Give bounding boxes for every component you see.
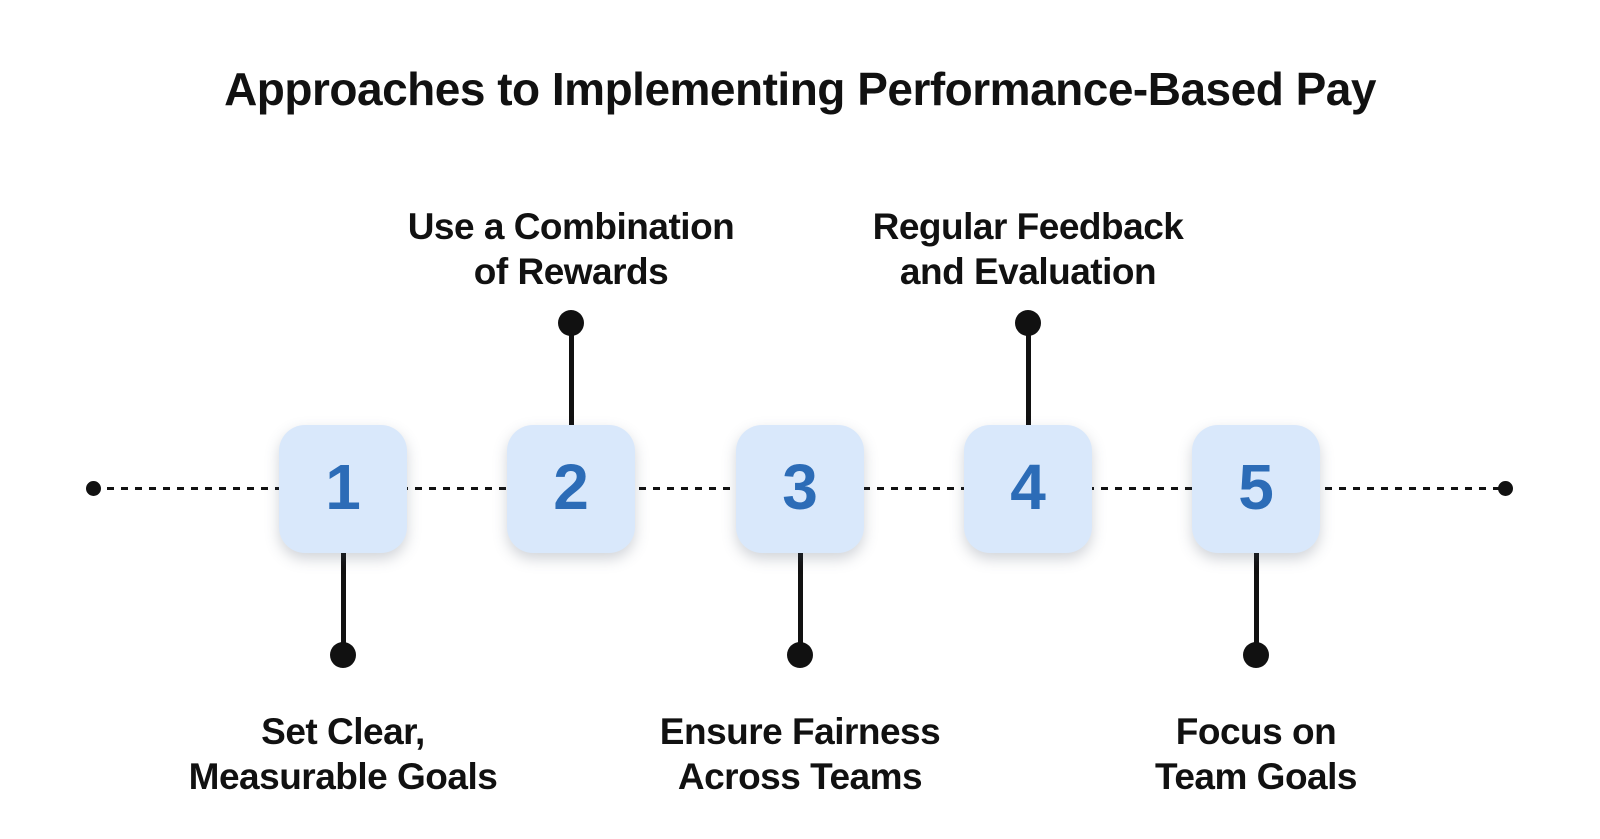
item-4-number: 4 xyxy=(1010,451,1046,523)
item-3-label: Ensure Fairness Across Teams xyxy=(659,711,941,797)
item-1-label: Set Clear, Measurable Goals xyxy=(188,711,498,797)
item-4-number-box: 4 xyxy=(964,425,1092,553)
item-1-number: 1 xyxy=(325,451,361,523)
item-4-connector-line xyxy=(1025,323,1031,433)
item-2-connector-line xyxy=(568,323,574,433)
item-3-connector-dot xyxy=(787,642,813,668)
item-4-label: Regular Feedback and Evaluation xyxy=(872,206,1184,292)
item-2-label: Use a Combination of Rewards xyxy=(407,206,735,292)
page-title: Approaches to Implementing Performance-B… xyxy=(224,63,1376,115)
rail-endpoint-left-dot xyxy=(86,481,101,496)
item-2-number: 2 xyxy=(553,451,589,523)
item-5-number: 5 xyxy=(1238,451,1274,523)
item-2-connector-dot xyxy=(558,310,584,336)
item-5-number-box: 5 xyxy=(1192,425,1320,553)
item-1-number-box: 1 xyxy=(279,425,407,553)
item-3-number-box: 3 xyxy=(736,425,864,553)
item-1-connector-dot xyxy=(330,642,356,668)
item-1-connector-line xyxy=(340,550,346,655)
item-3-number: 3 xyxy=(782,451,818,523)
item-5-connector-dot xyxy=(1243,642,1269,668)
item-3-connector-line xyxy=(797,550,803,655)
item-2-number-box: 2 xyxy=(507,425,635,553)
item-5-label: Focus on Team Goals xyxy=(1154,711,1358,797)
rail-endpoint-right-dot xyxy=(1498,481,1513,496)
item-5-connector-line xyxy=(1253,550,1259,655)
item-4-connector-dot xyxy=(1015,310,1041,336)
